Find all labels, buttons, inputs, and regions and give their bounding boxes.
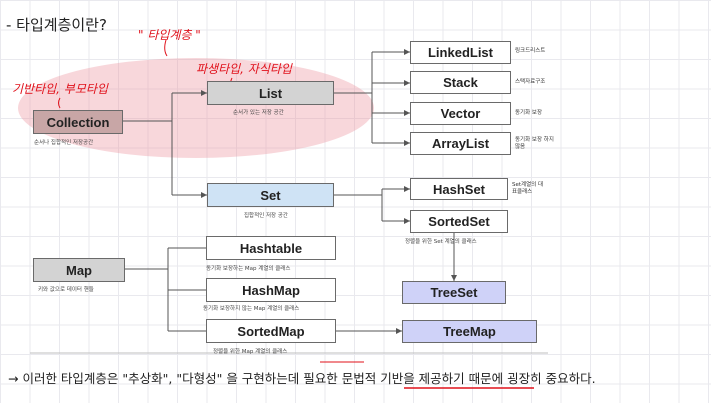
- caption-collection: 순서나 집합적인 저장공간: [34, 140, 94, 146]
- caption-set: 집합적인 저장 공간: [244, 213, 288, 219]
- node-hashmap: HashMap: [206, 278, 336, 302]
- page-heading: - 타입계층이란?: [6, 16, 107, 34]
- node-sortedset: SortedSet: [410, 210, 508, 233]
- node-set: Set: [207, 183, 334, 207]
- annotation-supertype: 기반타입, 부모타입: [12, 82, 108, 96]
- conclusion-text: → 이러한 타입계층은 "추상화", "다형성" 을 구현하는데 필요한 문법적…: [8, 371, 596, 386]
- node-treemap: TreeMap: [402, 320, 537, 343]
- caption-sortedset: 정렬을 위한 Set 계열의 클래스: [405, 239, 477, 245]
- node-treeset: TreeSet: [402, 281, 506, 304]
- note-arraylist: 동기화 보장 하지 않음: [515, 137, 554, 150]
- node-linkedlist: LinkedList: [410, 41, 511, 64]
- node-stack: Stack: [410, 71, 511, 94]
- caption-list: 순서가 있는 저장 공간: [233, 110, 284, 116]
- node-vector: Vector: [410, 102, 511, 125]
- node-collection: Collection: [33, 110, 123, 134]
- caption-hashtable: 동기화 보장하는 Map 계열의 클래스: [206, 266, 291, 272]
- note-linkedlist: 링크드리스트: [515, 48, 546, 54]
- caption-map: 키와 값으로 데이터 핸들: [38, 287, 94, 293]
- caption-sortedmap: 정렬을 위한 Map 계열의 클래스: [213, 349, 288, 355]
- note-stack: 스택자료구조: [515, 79, 546, 85]
- highlight-ellipse: [18, 58, 374, 158]
- node-arraylist: ArrayList: [410, 132, 511, 155]
- node-map: Map: [33, 258, 125, 282]
- node-hashtable: Hashtable: [206, 236, 336, 260]
- node-list: List: [207, 81, 334, 105]
- note-vector: 동기화 보장: [515, 110, 543, 116]
- caption-hashmap: 동기화 보장하지 않는 Map 계열의 클래스: [203, 306, 300, 312]
- annotation-subtype: 파생타입, 자식타입: [196, 62, 292, 76]
- annotation-type-hierarchy: " 타입계층 ": [138, 28, 201, 42]
- node-hashset: HashSet: [410, 178, 508, 200]
- node-sortedmap: SortedMap: [206, 319, 336, 343]
- note-hashset: Set계열의 대표클래스: [512, 182, 544, 195]
